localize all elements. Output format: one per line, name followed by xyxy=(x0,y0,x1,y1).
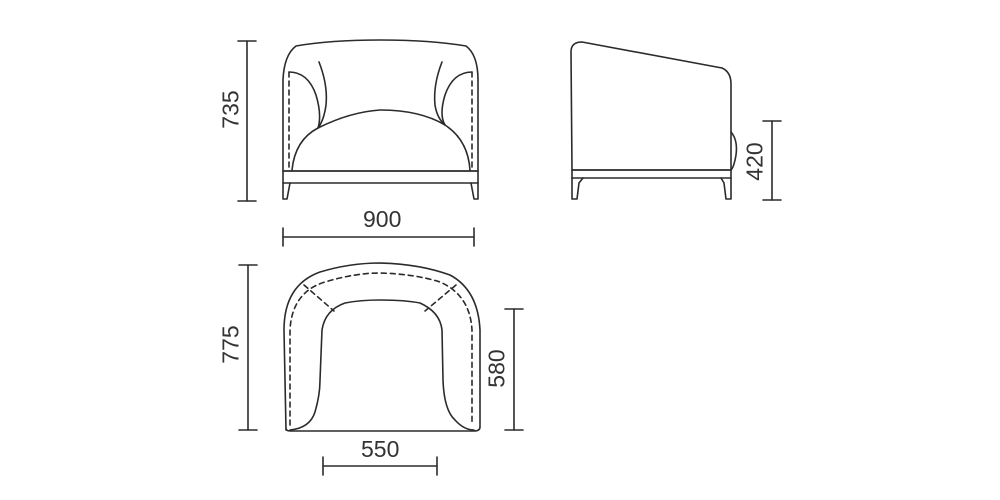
front-left-leg xyxy=(282,182,291,200)
seat-width-label: 550 xyxy=(361,436,400,462)
depth-dimension-line xyxy=(238,264,258,431)
width-label: 900 xyxy=(363,206,402,232)
side-base xyxy=(571,169,732,179)
side-body-outline xyxy=(570,41,732,171)
top-view xyxy=(238,262,524,476)
side-back-leg xyxy=(720,177,732,200)
front-right-leg xyxy=(470,182,479,200)
front-base xyxy=(282,170,479,184)
top-seam-dashed xyxy=(289,272,473,426)
width-dimension-line xyxy=(282,227,475,247)
height-label: 735 xyxy=(217,90,244,129)
seat-height-label: 420 xyxy=(741,142,768,181)
seat-depth-label: 580 xyxy=(483,349,510,388)
side-front-leg xyxy=(571,177,584,200)
side-cushion-bulge xyxy=(730,131,738,171)
seat-depth-dimension-line xyxy=(504,308,524,431)
top-outer-outline xyxy=(283,262,481,432)
seat-height-dimension-line xyxy=(762,120,782,201)
front-view xyxy=(237,39,479,247)
height-dimension-line xyxy=(237,40,257,202)
depth-label: 775 xyxy=(217,325,244,364)
seat-width-dimension-line xyxy=(322,456,438,476)
front-body-outline xyxy=(282,39,479,172)
front-seat-curve xyxy=(291,109,471,171)
side-view xyxy=(570,41,782,201)
top-inner-outline xyxy=(289,299,475,431)
